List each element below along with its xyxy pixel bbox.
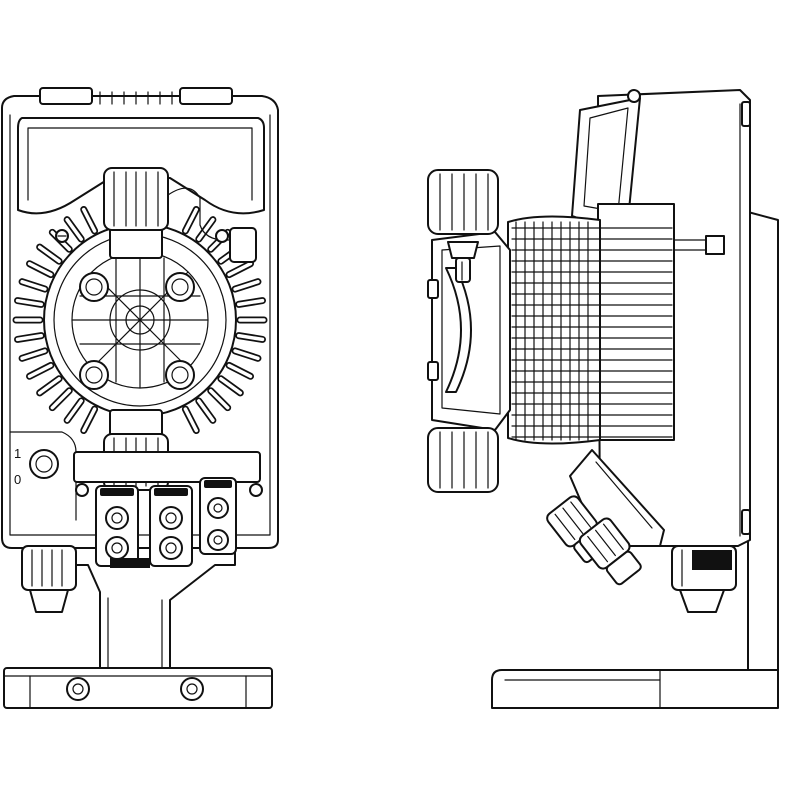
vent-screw-icon bbox=[229, 227, 257, 263]
cooling-fins-icon bbox=[507, 215, 673, 445]
motor-body bbox=[507, 215, 601, 445]
side-view bbox=[427, 89, 779, 709]
head-bolt-icon bbox=[79, 272, 109, 302]
side-cable-glands bbox=[546, 449, 665, 586]
switch-off-label: 0 bbox=[14, 472, 21, 487]
side-foot-connector bbox=[671, 545, 737, 613]
switch-on-label: 1 bbox=[14, 446, 21, 461]
front-view: 1 0 bbox=[1, 87, 279, 709]
head-bolt-icon bbox=[79, 360, 109, 390]
switch-knob-icon[interactable] bbox=[29, 449, 59, 479]
inlet-valve-icon bbox=[73, 409, 261, 491]
housing-clip bbox=[39, 87, 93, 105]
outlet-valve-icon bbox=[55, 167, 257, 263]
power-switch[interactable]: 1 0 bbox=[14, 446, 59, 487]
side-bracket bbox=[491, 211, 779, 709]
cable-gland-icon bbox=[75, 477, 263, 568]
base-screw-icon bbox=[180, 677, 204, 701]
screw-icon bbox=[75, 483, 89, 497]
screw-icon bbox=[249, 483, 263, 497]
head-bolt-icon bbox=[165, 272, 195, 302]
base-screw-icon bbox=[66, 677, 90, 701]
mounting-base bbox=[3, 667, 273, 709]
top-cover bbox=[17, 117, 265, 215]
cooling-fins-icon bbox=[12, 206, 268, 434]
housing-clip bbox=[179, 87, 233, 105]
side-pump-head bbox=[427, 231, 511, 431]
screw-icon bbox=[215, 229, 229, 243]
foot-connector-icon bbox=[21, 545, 77, 613]
side-inlet-valve bbox=[427, 427, 499, 493]
side-outlet-valve bbox=[427, 169, 499, 235]
side-housing bbox=[571, 89, 751, 547]
head-bolt-icon bbox=[165, 360, 195, 390]
